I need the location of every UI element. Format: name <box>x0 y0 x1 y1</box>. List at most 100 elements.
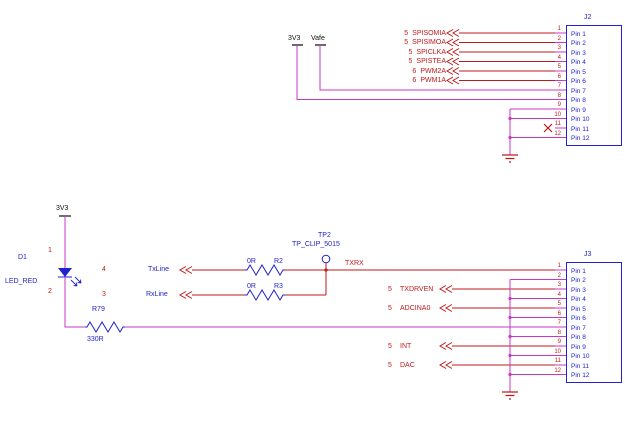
connector-pin-label: Pin 11 <box>571 362 589 370</box>
port-page-number-dac: 5 <box>388 361 392 369</box>
connector-j3-ref: J3 <box>584 251 592 258</box>
port-page-number: 5 <box>404 39 409 46</box>
connector-pin-label: Pin 7 <box>571 87 586 95</box>
rxline-join-wire <box>285 263 328 296</box>
connector-pin-number: 9 <box>557 102 561 108</box>
port-page-number-rxline: 3 <box>102 291 106 298</box>
refdes-tp2: TP2 <box>318 232 331 239</box>
connector-pin-number: 11 <box>554 121 561 127</box>
ground-bus-bottom <box>501 279 555 400</box>
connector-pin-label: Pin 9 <box>571 106 586 114</box>
port-page-number-adcina0: 5 <box>388 304 392 312</box>
connector-pin-label: Pin 3 <box>571 49 586 57</box>
port-page-number-txdrven: 5 <box>388 285 392 293</box>
connector-pin-label: Pin 12 <box>571 135 590 142</box>
value-r79: 330R <box>87 336 104 343</box>
j2-port-chevrons <box>446 29 460 85</box>
port-net-name-txdrven: TXDRVEN <box>400 285 434 293</box>
refdes-r2: R2 <box>274 258 283 265</box>
port-net-name: SPISTEA <box>416 58 446 65</box>
port-page-number: 5 <box>404 29 409 37</box>
port-net-name-txline: TxLine <box>148 266 170 273</box>
rxline-port-chevron <box>179 291 193 299</box>
j2-pin-stubs <box>555 32 566 138</box>
port-net-name-dac: DAC <box>400 361 415 369</box>
connector-pin-number: 12 <box>554 367 561 374</box>
testpoint-tp2[interactable] <box>321 254 331 264</box>
resistor-r79[interactable] <box>84 321 126 333</box>
value-tp2: TP_CLIP_5015 <box>292 241 340 248</box>
connector-pin-label: Pin 6 <box>571 315 586 322</box>
connector-pin-number: 11 <box>554 358 561 364</box>
port-page-number: 6 <box>412 67 417 75</box>
connector-pin-number: 2 <box>557 35 561 42</box>
ground-bus-top <box>501 108 555 163</box>
connector-pin-label: Pin 9 <box>571 343 586 351</box>
connector-pin-label: Pin 12 <box>571 372 590 379</box>
port-net-name: SPICLKA <box>416 48 446 56</box>
connector-pin-number: 6 <box>557 73 561 80</box>
j3-pin-stubs <box>555 269 566 375</box>
connector-pin-label: Pin 4 <box>571 59 586 66</box>
port-net-name: SPISOMIA <box>412 29 446 37</box>
txline-port-chevron <box>179 266 193 274</box>
connector-pin-label: Pin 1 <box>571 267 586 275</box>
connector-pin-number: 1 <box>557 26 561 32</box>
port-page-number: 5 <box>408 58 413 65</box>
power-wires-top <box>296 45 555 100</box>
connector-pin-label: Pin 7 <box>571 324 586 332</box>
refdes-r79: R79 <box>92 306 105 313</box>
connector-pin-label: Pin 10 <box>571 116 590 123</box>
power-net-label-3v3-top: 3V3 <box>288 35 301 42</box>
connector-pin-number: 5 <box>557 64 561 70</box>
resistor-r3[interactable] <box>244 289 286 301</box>
connector-pin-number: 1 <box>557 263 561 269</box>
connector-pin-number: 4 <box>557 291 561 298</box>
connector-pin-number: 9 <box>557 339 561 345</box>
net-label-txrx: TXRX <box>345 260 364 267</box>
connector-pin-label: Pin 1 <box>571 30 586 38</box>
connector-pin-number: 3 <box>557 45 561 51</box>
connector-pin-number: 4 <box>557 54 561 61</box>
connector-pin-label: Pin 8 <box>571 334 586 341</box>
j2-signal-wires <box>459 32 555 81</box>
connector-pin-label: Pin 8 <box>571 97 586 104</box>
led-emission-arrows <box>70 276 82 287</box>
resistor-r2[interactable] <box>244 264 286 276</box>
refdes-r3: R3 <box>274 283 283 290</box>
connector-pin-label: Pin 11 <box>571 125 589 133</box>
connector-pin-number: 5 <box>557 301 561 307</box>
connector-pin-label: Pin 2 <box>571 277 586 284</box>
ground-symbol-bottom <box>501 391 519 400</box>
connector-pin-number: 10 <box>554 111 561 118</box>
led-symbol[interactable] <box>58 268 82 287</box>
port-page-number: 6 <box>412 77 417 84</box>
connector-pin-label: Pin 5 <box>571 305 586 313</box>
connector-pin-label: Pin 6 <box>571 78 586 85</box>
connector-pin-label: Pin 5 <box>571 68 586 76</box>
connector-pin-number: 6 <box>557 310 561 317</box>
power-net-label-vafe: Vafe <box>311 35 325 42</box>
port-net-name: SPISIMOA <box>412 39 446 46</box>
connector-pin-label: Pin 10 <box>571 353 590 360</box>
connector-pin-label: Pin 4 <box>571 296 586 303</box>
connector-pin-number: 12 <box>554 130 561 137</box>
port-page-number-txline: 4 <box>102 266 106 273</box>
value-r3: 0R <box>247 283 256 290</box>
connector-pin-number: 7 <box>557 83 561 89</box>
port-net-name-rxline: RxLine <box>146 291 168 298</box>
connector-pin-number: 10 <box>554 348 561 355</box>
connector-pin-number: 7 <box>557 320 561 326</box>
ground-symbol-top <box>501 154 519 163</box>
